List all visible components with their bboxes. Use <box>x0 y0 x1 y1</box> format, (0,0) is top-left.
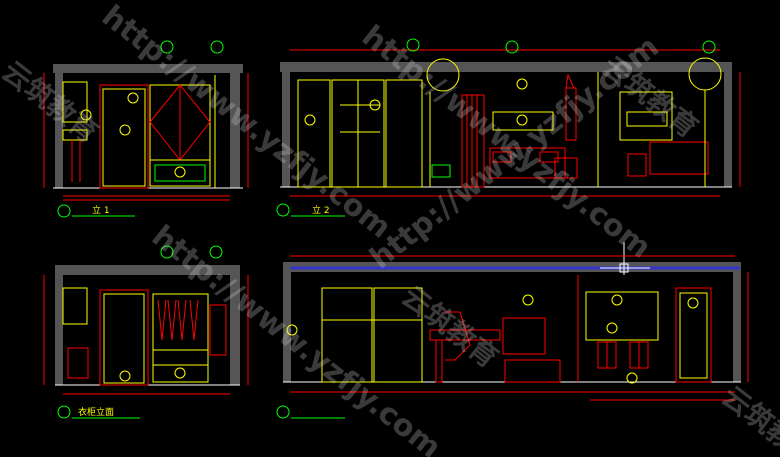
tag-bubble <box>606 322 618 334</box>
low-cabinet <box>504 359 561 383</box>
grid-bubble <box>210 40 224 54</box>
tag-bubble <box>626 372 638 384</box>
tag-bubble <box>304 114 316 126</box>
wall-right <box>230 64 240 188</box>
open-wardrobe <box>152 293 209 383</box>
pillow <box>492 151 512 163</box>
lamp-column <box>565 87 577 141</box>
door-frame <box>99 289 149 386</box>
headboard-panel <box>492 111 554 131</box>
wall-panel <box>585 291 659 341</box>
wall-right <box>724 72 732 187</box>
wall-left <box>55 275 63 385</box>
view-number-bubble <box>57 204 71 218</box>
wall-picture <box>502 317 546 355</box>
tag-bubble <box>174 367 186 379</box>
door-leaf <box>103 293 145 384</box>
view-number-bubble <box>276 405 290 419</box>
tag-bubble <box>687 297 699 309</box>
desk-chair <box>445 311 471 361</box>
wall-left <box>282 72 290 187</box>
tag-bubble <box>516 78 528 90</box>
elevation-view-2: 立 2 <box>276 38 741 217</box>
side-rack <box>209 304 227 356</box>
side-table <box>431 164 451 178</box>
grid-bubble <box>160 40 174 54</box>
grid-bubble <box>406 38 420 52</box>
cursor-pickbox <box>619 263 629 273</box>
wall-right <box>733 272 741 382</box>
curtain <box>461 94 485 188</box>
tag-bubble <box>80 109 92 121</box>
ceiling-slab <box>53 64 243 73</box>
ceiling-slab <box>280 62 732 72</box>
tag-bubble <box>516 114 528 126</box>
desk-leg <box>435 339 443 383</box>
wall-cabinet <box>619 91 673 141</box>
elevation-view-1: 立 1 <box>43 40 249 218</box>
pillow <box>539 151 559 163</box>
ceiling-slab <box>55 265 240 275</box>
grid-bubble <box>505 40 519 54</box>
grid-bubble <box>160 245 174 259</box>
tag-bubble <box>119 124 131 136</box>
wall-right <box>230 275 240 385</box>
elevation-view-3: 衣柜立面 <box>43 245 249 419</box>
grid-bubble <box>702 40 716 54</box>
shelf <box>626 111 668 127</box>
grid-bubble <box>209 245 223 259</box>
chair <box>627 153 647 177</box>
nightstand <box>554 157 578 179</box>
view-number-bubble <box>276 203 290 217</box>
bed <box>489 147 566 179</box>
hanging-clothes <box>157 299 199 341</box>
drawer <box>154 164 206 182</box>
wall-left <box>283 272 291 382</box>
tag-bubble <box>174 166 186 178</box>
tall-cabinet <box>385 79 423 188</box>
view-title: 立 1 <box>92 204 110 216</box>
view-title: 立 2 <box>312 204 330 216</box>
tag-bubble <box>286 324 298 336</box>
wardrobe-panel <box>297 79 331 188</box>
decorative-diamond <box>149 84 211 161</box>
sofa <box>649 141 709 175</box>
tag-bubble <box>127 92 139 104</box>
tag-bubble <box>522 294 534 306</box>
elevation-view-4 <box>276 242 749 419</box>
display-cabinet-inner <box>679 292 708 379</box>
tall-cabinet <box>321 287 373 383</box>
tag-bubble <box>119 370 131 382</box>
mirror-cabinet <box>62 287 88 325</box>
wall-left <box>55 73 63 188</box>
stool <box>67 347 89 379</box>
vanity-counter <box>62 129 88 141</box>
display-cabinet <box>675 287 712 383</box>
detail-circle <box>426 58 460 92</box>
view-title: 衣柜立面 <box>78 406 114 418</box>
view-number-bubble <box>57 405 71 419</box>
tag-bubble <box>369 99 381 111</box>
base-cabinet <box>149 159 211 187</box>
tall-cabinet <box>373 287 423 383</box>
tag-bubble <box>611 294 623 306</box>
mirror-cabinet <box>62 81 88 123</box>
door-leaf <box>102 88 146 187</box>
door-frame <box>99 84 149 189</box>
